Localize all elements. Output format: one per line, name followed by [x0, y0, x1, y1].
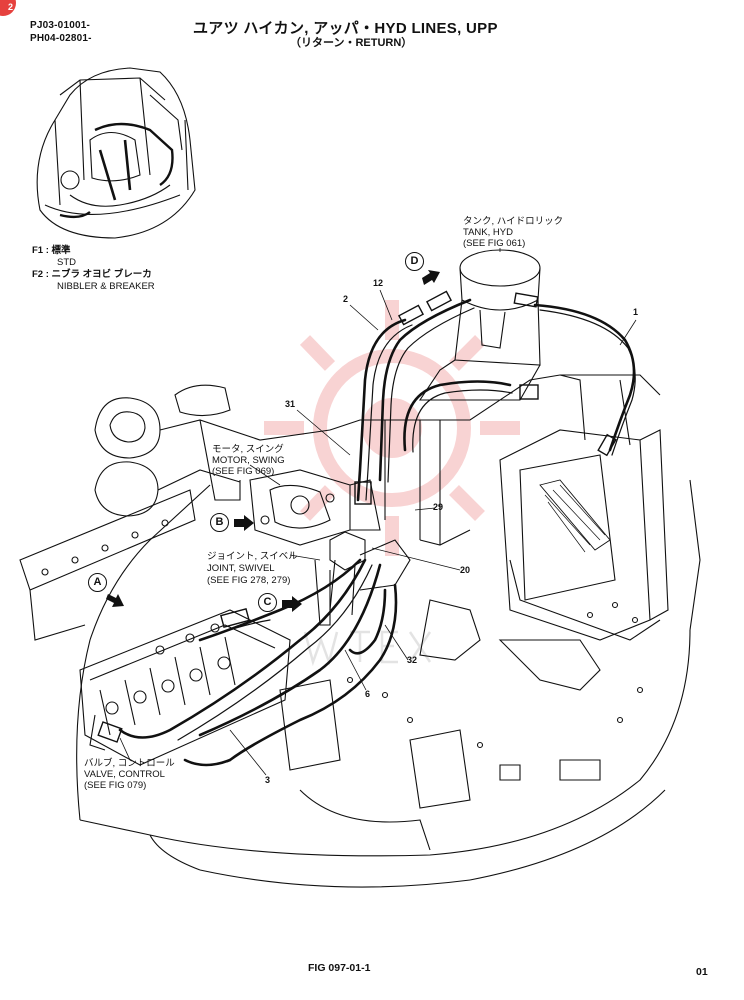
part-number-20: 20 — [460, 565, 471, 575]
part-number-6: 6 — [365, 689, 371, 699]
arrow-a-icon — [106, 594, 124, 607]
part-number-32: 32 — [407, 655, 418, 665]
legend-f1-en: STD — [57, 257, 76, 268]
callout-valve-en: VALVE, CONTROL — [84, 769, 165, 780]
page-corner-badge: 2 — [0, 0, 16, 16]
page-title: ユアツ ハイカン, アッパ・HYD LINES, UPP — [193, 20, 498, 37]
callout-motor-jp: モータ, スイング — [212, 444, 284, 455]
view-marker-c: C — [258, 593, 277, 612]
part-number-29: 29 — [433, 502, 444, 512]
legend-f1-jp: 標準 — [51, 245, 71, 256]
legend-f1-key: F1 : — [32, 245, 49, 256]
part-number-12: 12 — [373, 278, 384, 288]
legend-f2-jp: ニブラ オヨビ ブレーカ — [51, 269, 152, 280]
arrow-b-icon — [234, 515, 254, 531]
callout-joint-ref: (SEE FIG 278, 279) — [207, 575, 291, 586]
callout-tank-jp: タンク, ハイドロリック — [463, 216, 564, 227]
legend-f2-key: F2 : — [32, 269, 49, 280]
arrow-c-icon — [282, 596, 302, 612]
view-marker-b: B — [210, 513, 229, 532]
legend-f2: F2 : ニブラ オヨビ ブレーカ — [32, 270, 152, 280]
view-marker-d: D — [405, 252, 424, 271]
serial-range-1: PJ03-01001- — [30, 20, 91, 31]
callout-motor-ref: (SEE FIG 069) — [212, 466, 275, 477]
view-marker-a: A — [88, 573, 107, 592]
view-direction-arrows — [106, 270, 440, 612]
callout-tank-ref: (SEE FIG 061) — [463, 238, 526, 249]
arrow-d-icon — [422, 270, 440, 285]
callout-valve-ref: (SEE FIG 079) — [84, 780, 147, 791]
callout-motor-en: MOTOR, SWING — [212, 455, 285, 466]
callout-joint-en: JOINT, SWIVEL — [207, 563, 275, 574]
callout-valve-jp: バルブ, コントロール — [84, 758, 175, 769]
part-number-31: 31 — [285, 399, 296, 409]
part-number-2: 2 — [343, 294, 349, 304]
callout-tank-en: TANK, HYD — [463, 227, 513, 238]
upper-frame — [19, 249, 701, 888]
serial-range-2: PH04-02801- — [30, 33, 92, 44]
callout-joint-jp: ジョイント, スイベル — [207, 551, 298, 562]
page-subtitle: （リターン・RETURN） — [290, 37, 413, 49]
figure-number: FIG 097-01-1 — [308, 962, 371, 974]
part-number-1: 1 — [633, 307, 639, 317]
legend-f1: F1 : 標準 — [32, 246, 71, 256]
leader-lines — [119, 248, 637, 776]
part-number-3: 3 — [265, 775, 271, 785]
machine-thumbnail — [36, 67, 196, 239]
hydraulic-hoses — [97, 290, 636, 767]
page-number: 01 — [696, 966, 708, 978]
watermark-text — [303, 630, 432, 667]
legend-f2-en: NIBBLER & BREAKER — [57, 281, 155, 292]
